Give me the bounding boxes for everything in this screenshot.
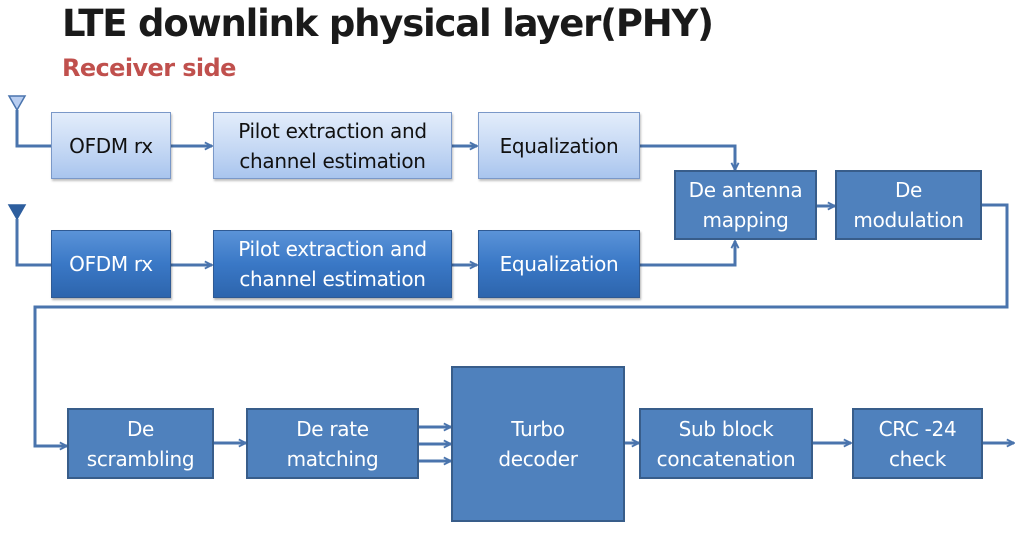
de-antenna-mapping-block: De antenna mapping: [674, 170, 817, 240]
block-label-line2: concatenation: [656, 446, 796, 471]
de-rate-matching-block: De rate matching: [246, 408, 419, 479]
block-label: OFDM rx: [69, 252, 153, 276]
wire-antenna1-ofdm: [15, 110, 51, 148]
block-label-line2: channel estimation: [239, 148, 426, 173]
arrow-eq2-antenna-mapping: [640, 241, 735, 267]
pilot-extraction-block-2: Pilot extraction and channel estimation: [213, 230, 452, 298]
block-label-line2: scrambling: [86, 446, 195, 471]
crc-24-check-block: CRC -24 check: [852, 408, 983, 479]
block-label-line1: De antenna: [688, 178, 803, 202]
block-label-line2: mapping: [702, 208, 789, 232]
block-label: OFDM rx: [69, 133, 153, 158]
de-modulation-block: De modulation: [835, 170, 982, 240]
block-label-line1: Pilot extraction and: [238, 118, 427, 143]
equalization-block-2: Equalization: [478, 230, 640, 298]
block-label-line1: De: [126, 416, 155, 441]
page-subtitle: Receiver side: [62, 54, 236, 82]
ofdm-rx-block-2: OFDM rx: [51, 230, 171, 298]
block-label-line2: channel estimation: [239, 267, 426, 291]
block-label-line1: CRC -24: [878, 416, 957, 441]
page-title: LTE downlink physical layer(PHY): [62, 2, 714, 45]
block-label: Equalization: [499, 252, 619, 276]
ofdm-rx-block-1: OFDM rx: [51, 112, 171, 179]
block-label-line1: De: [894, 178, 923, 202]
block-label-line1: De rate: [296, 416, 369, 441]
equalization-block-1: Equalization: [478, 112, 640, 179]
arrow-eq1-antenna-mapping: [640, 144, 735, 170]
antenna-filled-icon: [7, 204, 27, 221]
pilot-extraction-block-1: Pilot extraction and channel estimation: [213, 112, 452, 179]
block-label: Equalization: [499, 133, 619, 158]
block-label-line1: Turbo: [511, 417, 565, 441]
sub-block-concatenation-block: Sub block concatenation: [639, 408, 813, 479]
block-label-line2: matching: [286, 446, 379, 471]
block-label-line1: Pilot extraction and: [238, 237, 427, 261]
block-label-line1: Sub block: [678, 416, 774, 441]
wire-antenna2-ofdm: [15, 219, 51, 267]
turbo-decoder-block: Turbo decoder: [451, 366, 625, 522]
block-label-line2: decoder: [498, 447, 578, 471]
antenna-outline-icon: [7, 95, 27, 112]
wire-modulation-scrambling: [33, 203, 1009, 446]
de-scrambling-block: De scrambling: [67, 408, 214, 479]
block-label-line2: check: [888, 446, 947, 471]
block-label-line2: modulation: [853, 208, 964, 232]
